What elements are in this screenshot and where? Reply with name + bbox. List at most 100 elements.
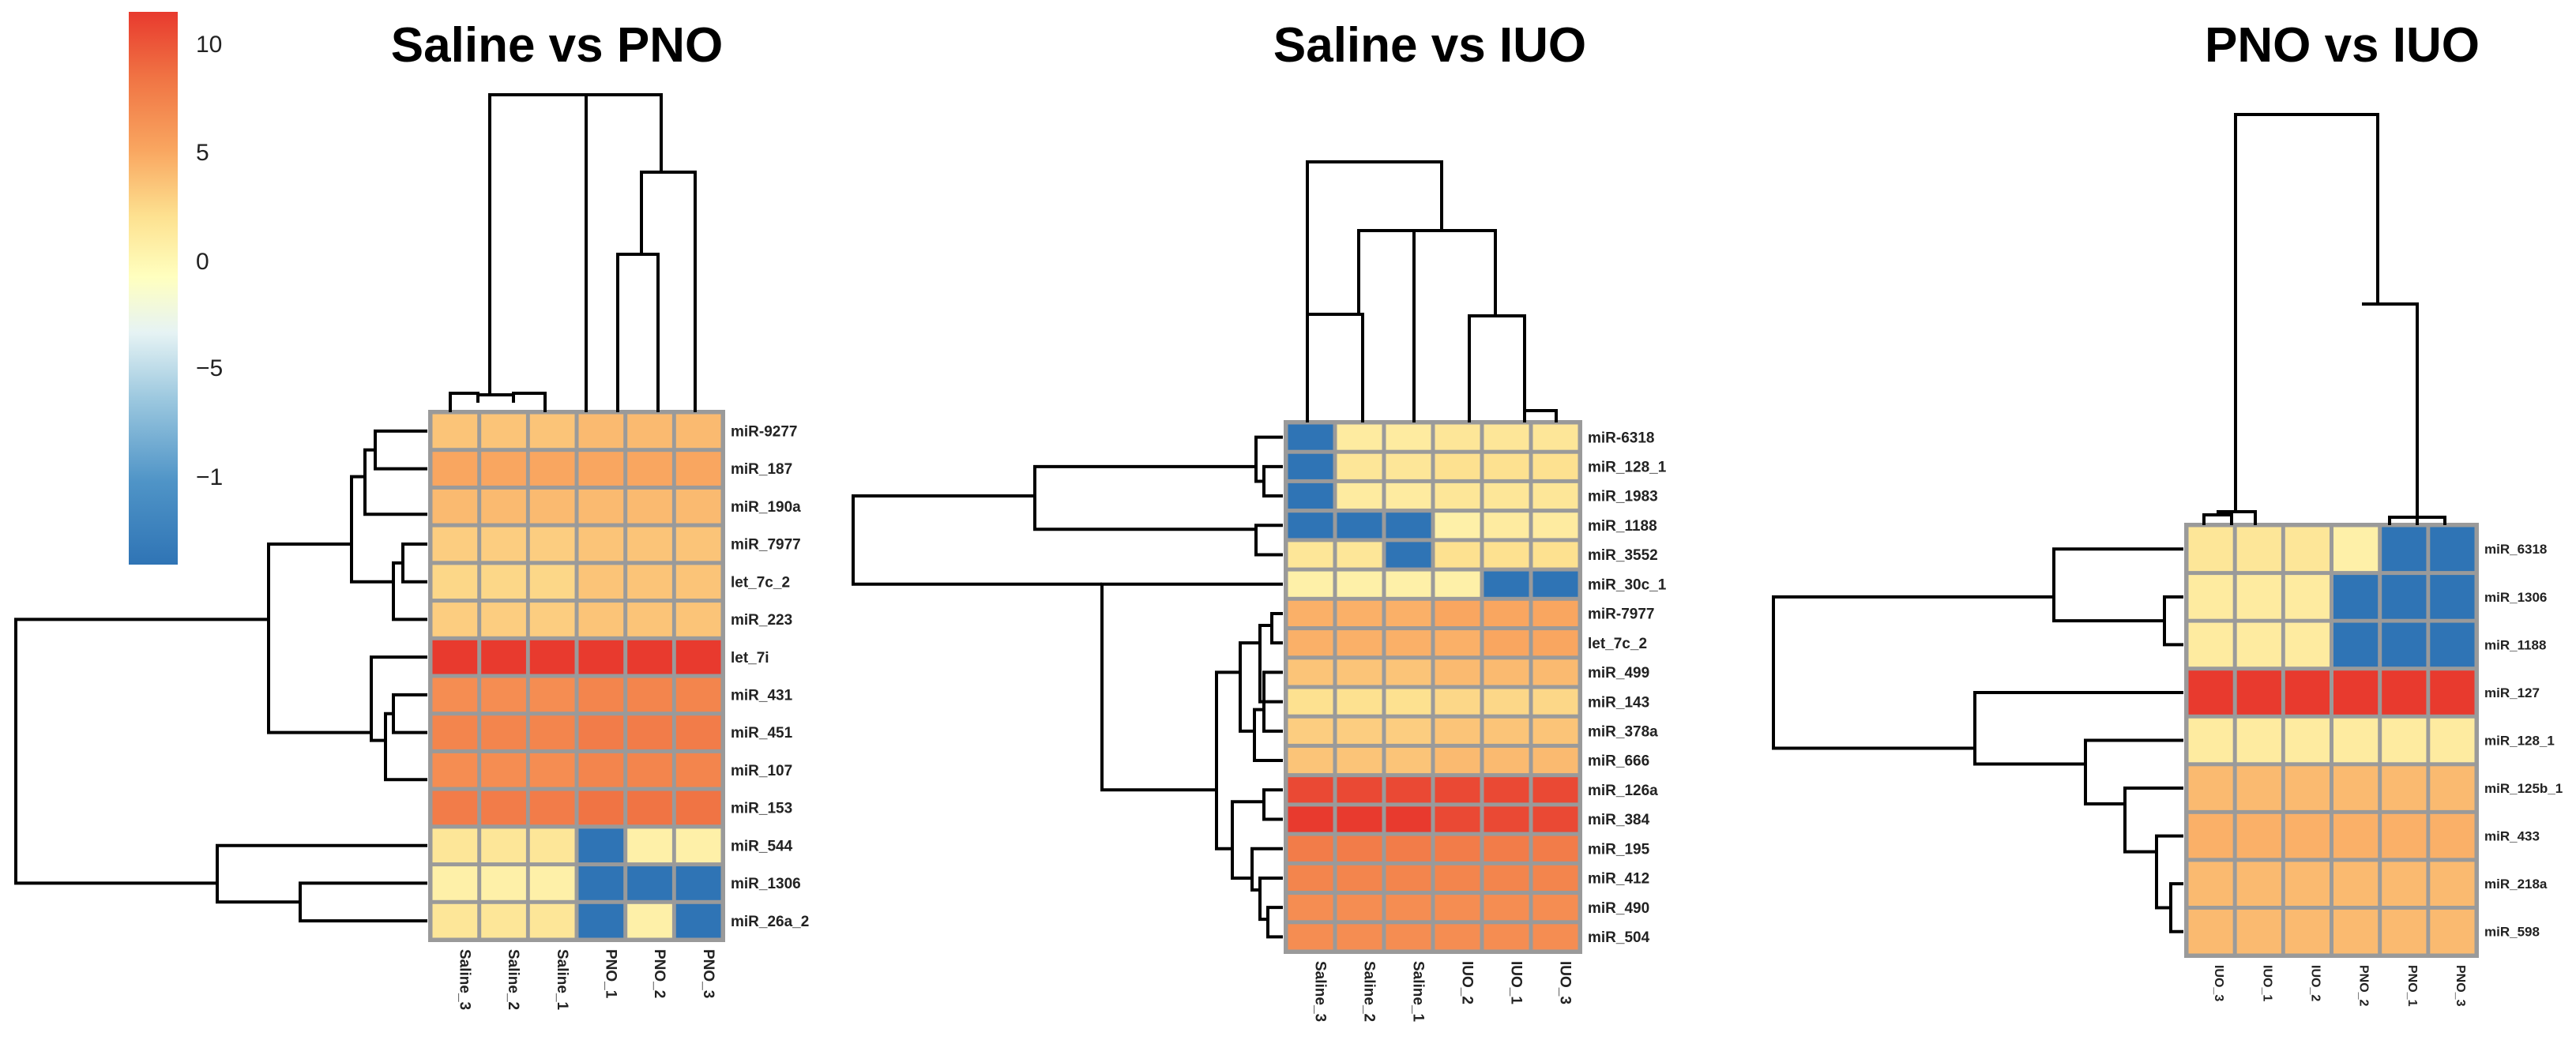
dendrogram-link — [299, 881, 427, 923]
row-label: miR_7977 — [731, 537, 801, 554]
heatmap-cell — [1484, 924, 1529, 950]
row-label: miR_1188 — [2484, 637, 2546, 652]
heatmap-cell — [2188, 766, 2233, 810]
heatmap-cell — [1288, 571, 1333, 597]
row-label: miR_127 — [2484, 685, 2540, 700]
row-label: miR_107 — [731, 763, 792, 779]
heatmap-cell — [1386, 806, 1431, 832]
heatmap-cell — [2285, 670, 2330, 715]
heatmap-cell — [675, 640, 721, 674]
heatmap-cell — [1435, 424, 1480, 450]
heatmap-cell — [627, 414, 672, 449]
dendrogram-link — [2155, 834, 2183, 910]
heatmap-cell — [675, 753, 721, 787]
dendrogram-link — [640, 171, 697, 412]
heatmap-cell — [1386, 453, 1431, 479]
dendrogram-link — [1100, 582, 1217, 792]
heatmap-cell — [432, 603, 478, 636]
heatmap-cell — [1337, 895, 1382, 921]
heatmap-cell — [1386, 924, 1431, 950]
dendrogram-link — [512, 392, 547, 412]
heatmap-cell — [1386, 600, 1431, 626]
heatmap-cell — [2333, 575, 2379, 619]
heatmap-cell — [2430, 909, 2475, 954]
heatmap-cell — [578, 489, 624, 524]
heatmap-cell — [1532, 777, 1578, 803]
heatmap-cell — [1386, 542, 1431, 568]
heatmap-cell — [481, 452, 526, 486]
dendrogram-link — [1033, 464, 1256, 531]
heatmap-cell — [2236, 862, 2281, 906]
heatmap-cell — [1435, 482, 1480, 509]
dendrogram-link — [1772, 595, 2054, 750]
heatmap-cell — [1288, 777, 1333, 803]
heatmap-cell — [578, 527, 624, 561]
legend-tick-label: 10 — [196, 32, 222, 58]
heatmap-cell — [2333, 766, 2379, 810]
dendrogram-link — [1306, 313, 1364, 422]
column-label: IUO_2 — [2309, 965, 2322, 1001]
row-label: miR_499 — [1588, 665, 1649, 681]
heatmap-cell — [2188, 718, 2233, 763]
heatmap-cell — [578, 903, 624, 938]
panel-title: Saline vs IUO — [1273, 18, 1586, 73]
heatmap-cell — [1386, 512, 1431, 539]
heatmap-cell — [2188, 862, 2233, 906]
heatmap-cell — [481, 866, 526, 900]
heatmap-cell — [1337, 865, 1382, 891]
heatmap-cell — [481, 790, 526, 825]
column-label: PNO_1 — [2405, 965, 2419, 1007]
heatmap-cell — [432, 414, 478, 449]
column-label: PNO_1 — [603, 949, 619, 999]
column-label: PNO_2 — [2357, 965, 2371, 1007]
heatmap-cell — [481, 489, 526, 524]
row-label: miR_125b_1 — [2484, 781, 2563, 796]
dendrogram-link — [2169, 882, 2183, 933]
row-label: miR_451 — [731, 725, 793, 742]
heatmap-cell — [627, 565, 672, 599]
heatmap-cell — [2333, 670, 2379, 715]
legend-tick-label: −5 — [196, 355, 223, 381]
row-label: miR_1983 — [1588, 489, 1658, 505]
heatmap-cell — [1532, 482, 1578, 509]
heatmap-cell — [627, 489, 672, 524]
heatmap-cell — [1532, 895, 1578, 921]
dendrogram-link — [2234, 113, 2379, 512]
heatmap-cell — [1484, 482, 1529, 509]
heatmap-cell — [1386, 689, 1431, 715]
heatmap-cell — [529, 527, 575, 561]
heatmap-cell — [675, 903, 721, 938]
heatmap-cell — [1288, 806, 1333, 832]
dendrogram-link — [1250, 847, 1283, 892]
heatmap-cell — [1337, 689, 1382, 715]
row-label: miR_504 — [1588, 929, 1650, 946]
heatmap-cell — [1532, 865, 1578, 891]
heatmap-panel-3: PNO vs IUOmiR_6318miR_1306miR_1188miR_12… — [1772, 18, 2563, 1007]
heatmap-cell — [2188, 575, 2233, 619]
dendrogram-link — [1253, 708, 1283, 763]
heatmap-cell — [1288, 895, 1333, 921]
heatmap-cell — [1288, 747, 1333, 774]
heatmap-cell — [2333, 718, 2379, 763]
dendrogram-link — [1357, 229, 1416, 422]
heatmap-cell — [1386, 424, 1431, 450]
heatmap-cell — [1386, 659, 1431, 685]
legend-tick-label: 5 — [196, 140, 209, 166]
heatmap-cell — [2285, 575, 2330, 619]
dendrogram-link — [586, 93, 663, 172]
dendrogram-link — [2123, 787, 2183, 854]
heatmap-cell — [1337, 542, 1382, 568]
heatmap-cell — [675, 565, 721, 599]
heatmap-cell — [2382, 670, 2427, 715]
heatmap-cell — [481, 527, 526, 561]
heatmap-cell — [432, 790, 478, 825]
heatmap-cell — [1288, 512, 1333, 539]
heatmap-cell — [1337, 659, 1382, 685]
row-label: miR_1306 — [731, 876, 801, 892]
heatmap-cell — [2382, 718, 2427, 763]
heatmap-cell — [675, 715, 721, 749]
heatmap-cell — [1484, 424, 1529, 450]
heatmap-cell — [2188, 527, 2233, 572]
heatmap-cell — [2236, 718, 2281, 763]
